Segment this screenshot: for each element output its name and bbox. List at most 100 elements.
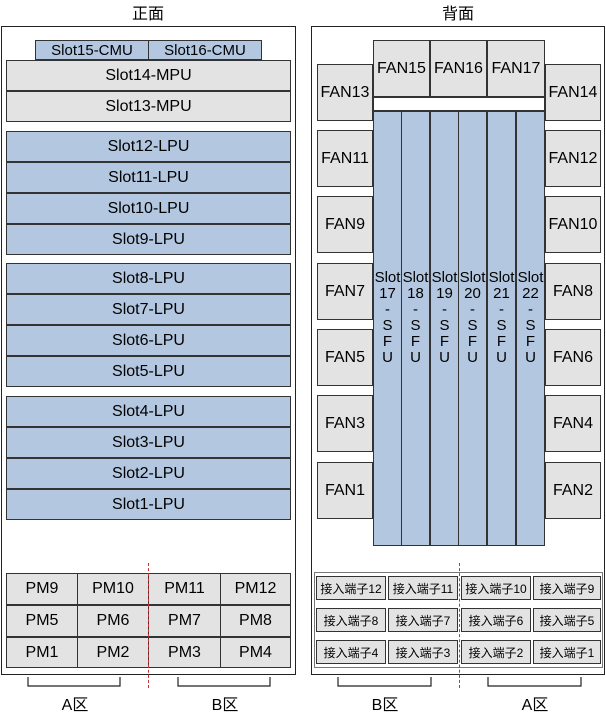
port-1: 接入端子1 (533, 640, 601, 664)
port-12: 接入端子12 (316, 576, 386, 600)
pm11: PM11 (148, 573, 221, 605)
slot8-lpu: Slot8-LPU (6, 263, 291, 294)
sfu-slot19-label: Slot (431, 269, 458, 286)
sfu-slot18-u: U (410, 349, 421, 366)
slot5-lpu: Slot5-LPU (6, 356, 291, 387)
port-grid-outline (314, 572, 603, 668)
sfu-slot22-dash: - (528, 301, 533, 318)
fan15: FAN15 (373, 40, 430, 97)
sfu-slot19-dash: - (442, 301, 447, 318)
sfu-slot19-f: F (439, 333, 450, 350)
fan13: FAN13 (317, 64, 373, 121)
sfu-slot18: Slot 18 - S F U (401, 111, 430, 546)
slot9-lpu: Slot9-LPU (6, 224, 291, 255)
fan1: FAN1 (317, 462, 373, 519)
fan5: FAN5 (317, 329, 373, 386)
fan9: FAN9 (317, 196, 373, 253)
pm4: PM4 (220, 637, 291, 668)
fan-sfu-separator (373, 97, 545, 111)
slot13-mpu: Slot13-MPU (6, 91, 291, 122)
sfu-slot21-f: F (496, 333, 507, 350)
port-6: 接入端子6 (461, 608, 531, 632)
sfu-slot22-u: U (525, 349, 536, 366)
fan12: FAN12 (545, 130, 601, 187)
sfu-slot21-u: U (496, 349, 507, 366)
slot6-lpu: Slot6-LPU (6, 325, 291, 356)
port-8: 接入端子8 (316, 608, 386, 632)
sfu-slot18-number: 18 (407, 285, 424, 302)
sfu-slot21-dash: - (499, 301, 504, 318)
fan17: FAN17 (487, 40, 545, 97)
fan14: FAN14 (545, 64, 601, 121)
port-4: 接入端子4 (316, 640, 386, 664)
back-zone-divider (459, 563, 460, 688)
port-11: 接入端子11 (388, 576, 458, 600)
pm10: PM10 (77, 573, 149, 605)
pm12: PM12 (220, 573, 291, 605)
port-10: 接入端子10 (461, 576, 531, 600)
sfu-slot18-f: F (410, 333, 421, 350)
sfu-slot20-dash: - (470, 301, 475, 318)
pm5: PM5 (6, 605, 78, 637)
slot4-lpu: Slot4-LPU (6, 396, 291, 427)
sfu-slot20-s: S (467, 317, 478, 334)
sfu-slot17-label: Slot (374, 269, 401, 286)
sfu-slot21-number: 21 (493, 285, 510, 302)
sfu-slot19-number: 19 (436, 285, 453, 302)
sfu-slot18-s: S (410, 317, 421, 334)
fan2: FAN2 (545, 462, 601, 519)
sfu-slot22-label: Slot (517, 269, 544, 286)
fan16: FAN16 (430, 40, 487, 97)
sfu-slot22: Slot 22 - S F U (516, 111, 545, 546)
sfu-slot17-f: F (382, 333, 393, 350)
sfu-slot20-number: 20 (464, 285, 481, 302)
front-zone-a-label: A区 (61, 697, 89, 714)
port-9: 接入端子9 (533, 576, 601, 600)
back-title: 背面 (441, 6, 474, 23)
port-3: 接入端子3 (388, 640, 458, 664)
slot12-lpu: Slot12-LPU (6, 131, 291, 162)
sfu-slot19: Slot 19 - S F U (430, 111, 459, 546)
sfu-slot22-number: 22 (522, 285, 539, 302)
front-title: 正面 (131, 6, 164, 23)
sfu-slot22-f: F (525, 333, 536, 350)
port-5: 接入端子5 (533, 608, 601, 632)
slot11-lpu: Slot11-LPU (6, 162, 291, 193)
sfu-slot17-dash: - (385, 301, 390, 318)
slot2-lpu: Slot2-LPU (6, 458, 291, 489)
sfu-slot19-s: S (439, 317, 450, 334)
slot7-lpu: Slot7-LPU (6, 294, 291, 325)
pm9: PM9 (6, 573, 78, 605)
pm7: PM7 (148, 605, 221, 637)
port-7: 接入端子7 (388, 608, 458, 632)
pm2: PM2 (77, 637, 149, 668)
back-zone-b-label: B区 (371, 697, 399, 714)
fan4: FAN4 (545, 395, 601, 452)
slot3-lpu: Slot3-LPU (6, 427, 291, 458)
pm8: PM8 (220, 605, 291, 637)
pm6: PM6 (77, 605, 149, 637)
sfu-slot17-u: U (382, 349, 393, 366)
fan10: FAN10 (545, 196, 601, 253)
slot14-mpu: Slot14-MPU (6, 60, 291, 91)
fan8: FAN8 (545, 263, 601, 320)
sfu-slot20: Slot 20 - S F U (458, 111, 487, 546)
sfu-slot21-s: S (496, 317, 507, 334)
slot15-cmu: Slot15-CMU (35, 40, 149, 60)
sfu-slot20-f: F (467, 333, 478, 350)
fan11: FAN11 (317, 130, 373, 187)
sfu-slot17-number: 17 (379, 285, 396, 302)
pm3: PM3 (148, 637, 221, 668)
sfu-slot20-u: U (467, 349, 478, 366)
fan7: FAN7 (317, 263, 373, 320)
back-zone-a-label: A区 (521, 697, 549, 714)
slot1-lpu: Slot1-LPU (6, 489, 291, 520)
sfu-slot21-label: Slot (488, 269, 515, 286)
sfu-slot18-dash: - (413, 301, 418, 318)
slot10-lpu: Slot10-LPU (6, 193, 291, 224)
front-zone-divider (148, 563, 149, 688)
sfu-slot19-u: U (439, 349, 450, 366)
sfu-slot17-s: S (382, 317, 393, 334)
sfu-slot21: Slot 21 - S F U (487, 111, 516, 546)
